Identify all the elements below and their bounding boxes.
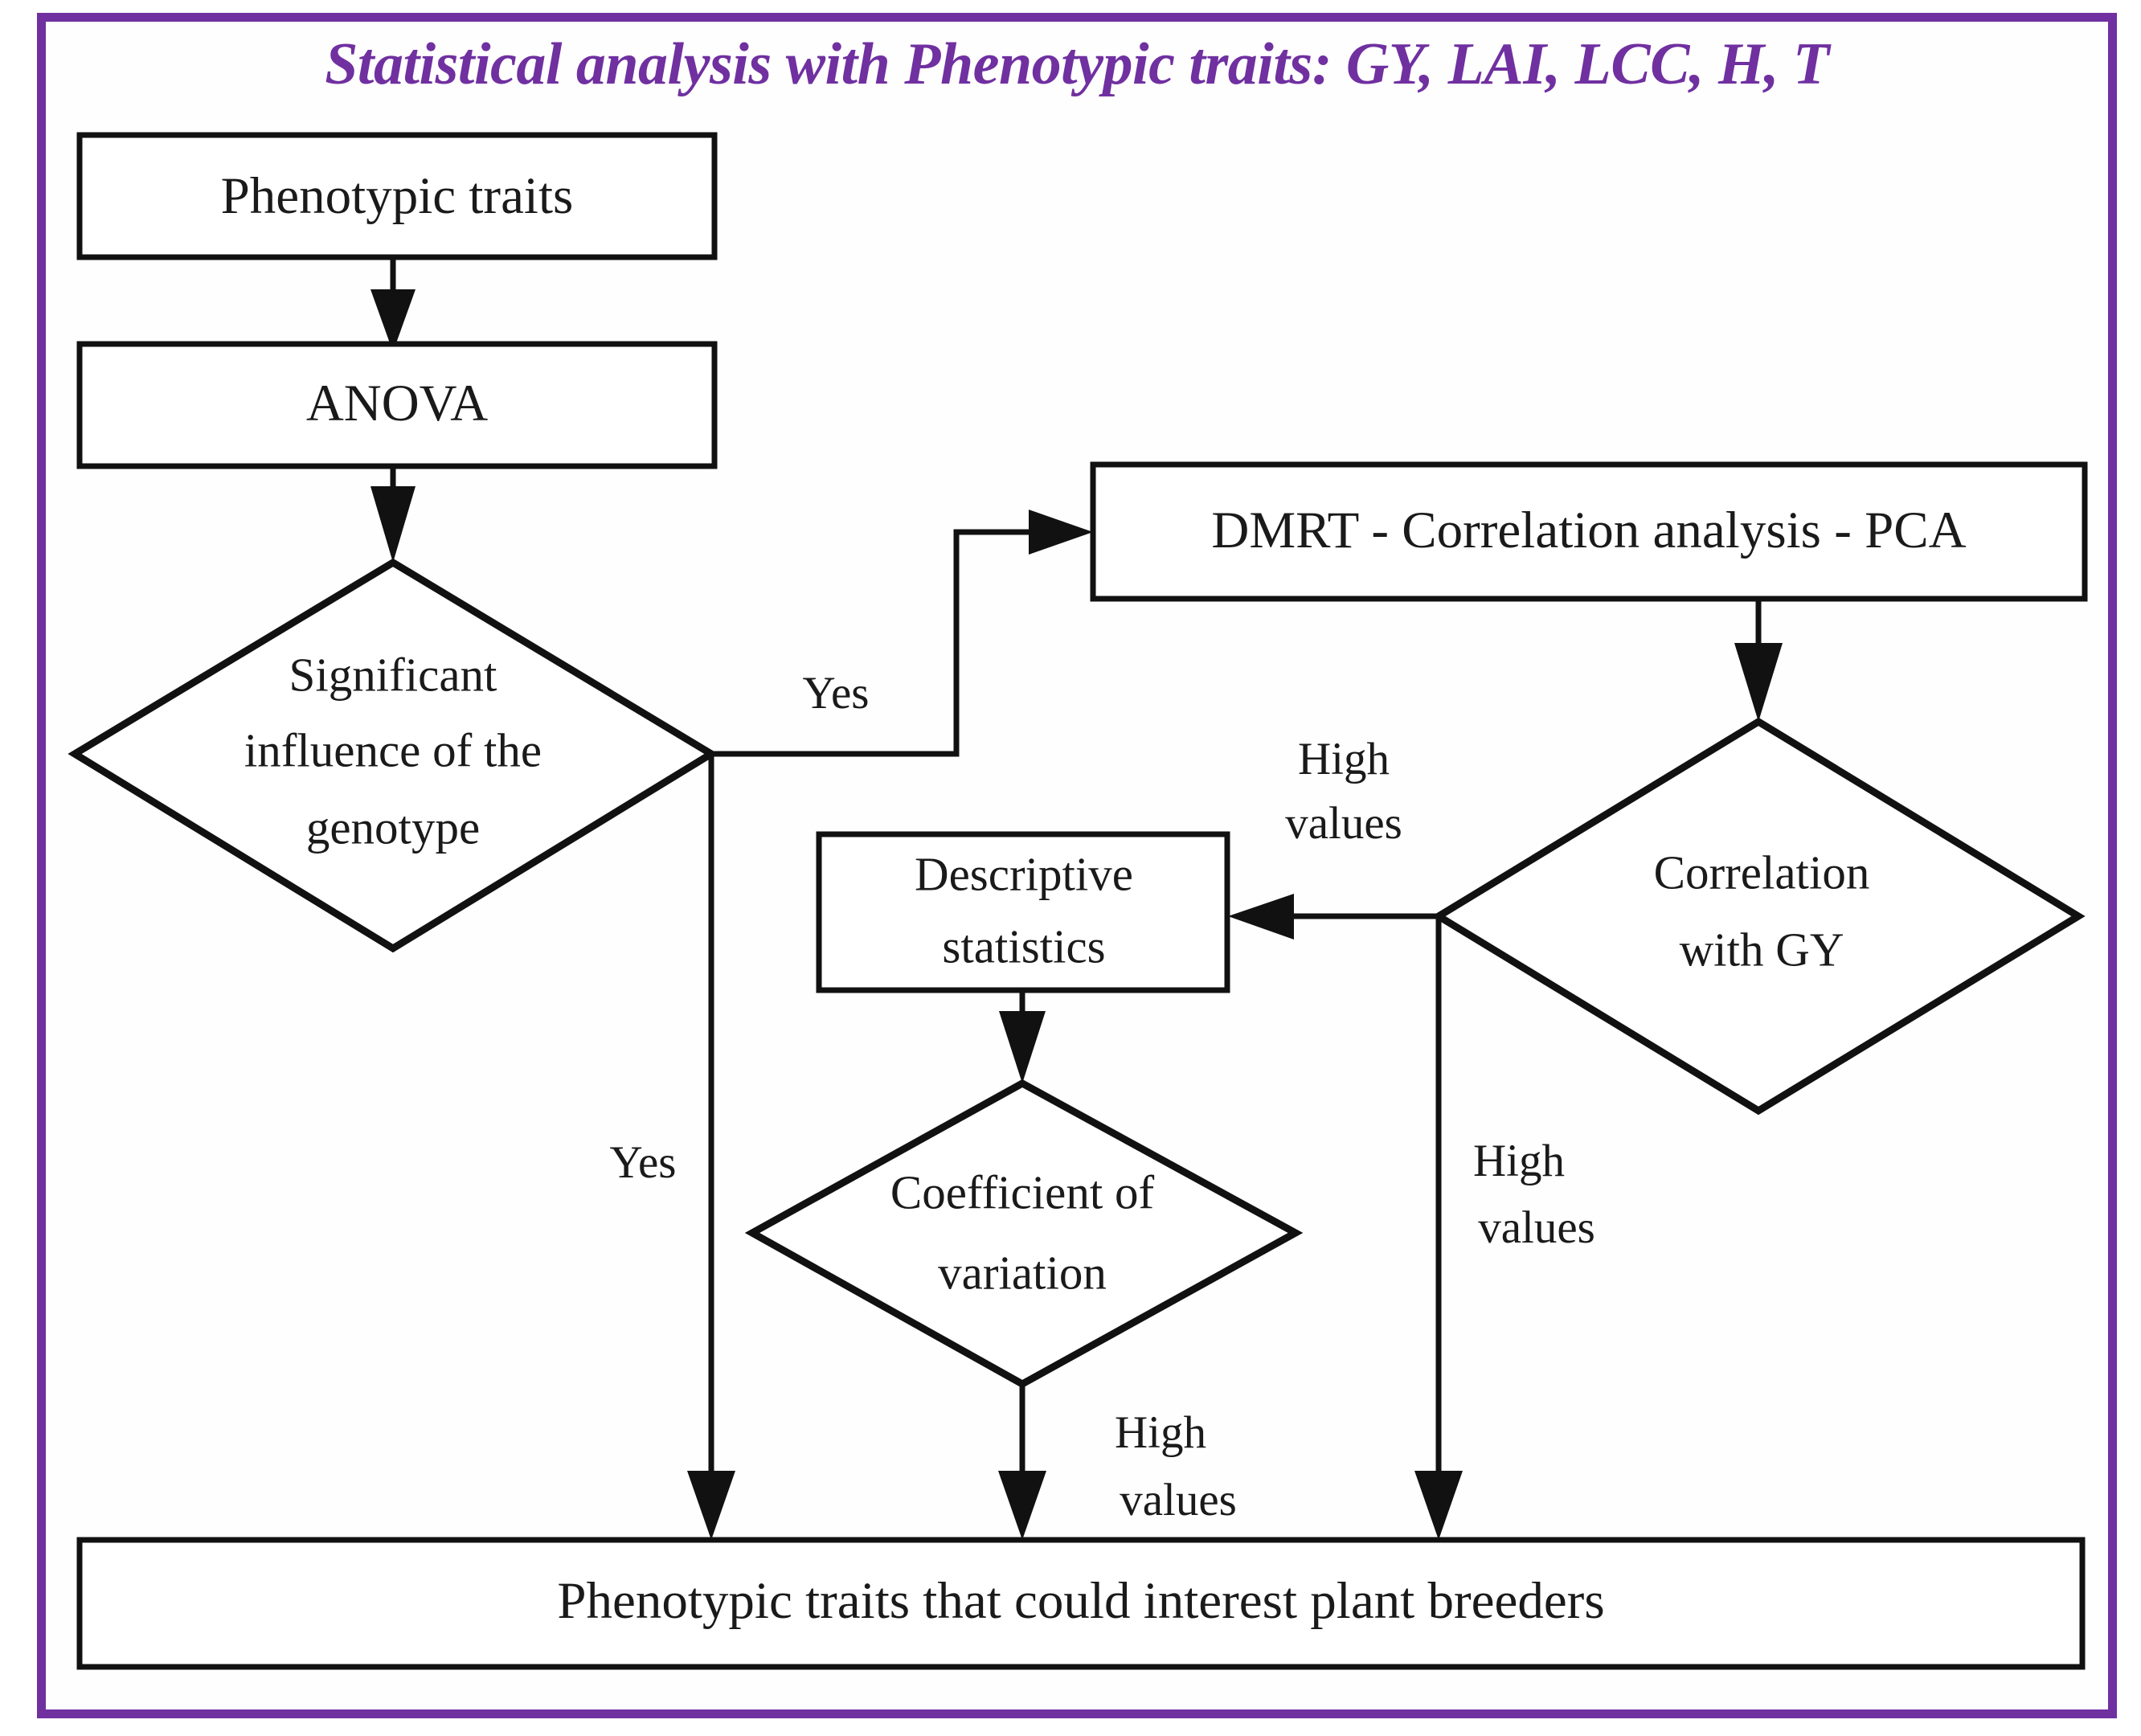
node-phenotypic-traits[interactable]: Phenotypic traits [76,132,718,260]
edge-cv-to-result [998,1384,1046,1540]
node-cv-line1: Coefficient of [890,1166,1155,1219]
page-title: Statistical analysis with Phenotypic tra… [325,31,1829,97]
node-anova-label: ANOVA [306,375,488,432]
edge-correlation-to-descriptive [1228,894,1439,940]
edge-significant-yes-to-dmrt [707,510,1093,757]
edge-label-high-descriptive-line2: values [1285,798,1402,849]
edge-label-yes-dmrt: Yes [803,668,870,719]
node-cv-line2: variation [938,1247,1107,1300]
node-significant-influence-line3: genotype [306,801,480,854]
edge-label-high-descriptive-line1: High [1298,734,1390,784]
node-coefficient-of-variation[interactable]: Coefficient of variation [744,1079,1304,1389]
edge-correlation-to-result [1414,916,1463,1540]
edge-label-high-cv-result-line1: High [1115,1407,1206,1458]
node-dmrt-label: DMRT - Correlation analysis - PCA [1211,502,1966,559]
edge-significant-yes-to-result [687,754,735,1540]
node-significant-influence-line1: Significant [289,649,498,702]
node-descriptive-statistics[interactable]: Descriptive statistics [816,831,1230,993]
node-result-label: Phenotypic traits that could interest pl… [557,1572,1604,1630]
edge-descriptive-to-cv [999,990,1046,1083]
edge-anova-to-significant [370,465,416,563]
node-correlation-gy-line1: Correlation [1654,846,1870,899]
node-significant-influence-line2: influence of the [244,724,542,777]
edge-label-high-gy-result-line1: High [1473,1136,1565,1186]
edge-label-yes-result: Yes [610,1137,677,1188]
node-phenotypic-traits-label: Phenotypic traits [221,167,574,225]
edge-traits-to-anova [370,257,416,352]
node-correlation-gy-line2: with GY [1680,923,1844,976]
node-anova[interactable]: ANOVA [76,341,718,469]
edge-label-high-cv-result-line2: values [1120,1475,1237,1525]
edge-label-high-gy-result-line2: values [1478,1202,1595,1253]
node-dmrt-correlation-pca[interactable]: DMRT - Correlation analysis - PCA [1090,461,2088,602]
node-descriptive-line2: statistics [942,920,1105,973]
node-correlation-with-gy[interactable]: Correlation with GY [1431,717,2086,1116]
edge-dmrt-to-correlation [1734,599,1783,722]
node-descriptive-line1: Descriptive [915,848,1133,901]
node-result[interactable]: Phenotypic traits that could interest pl… [76,1537,2086,1670]
node-significant-influence[interactable]: Significant influence of the genotype [68,558,718,953]
